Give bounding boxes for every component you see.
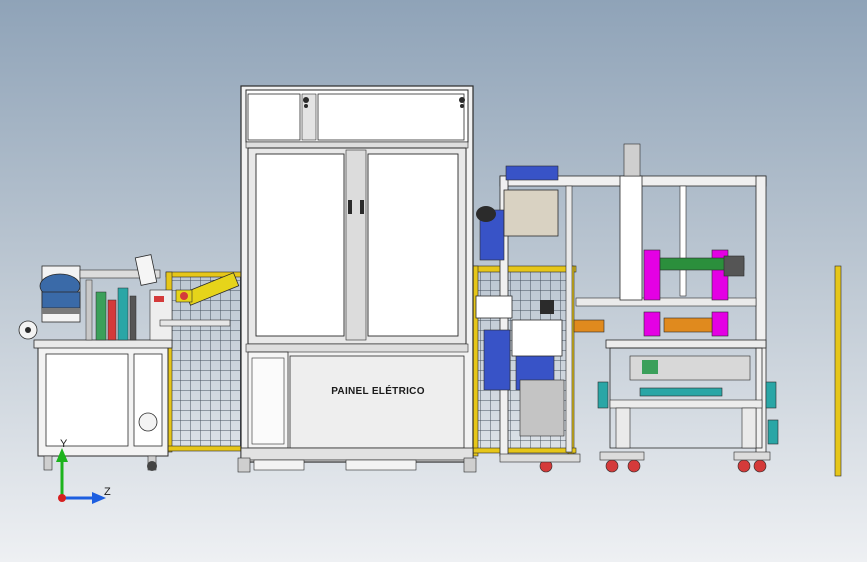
electrical-cabinet <box>237 85 477 473</box>
electrical-panel-label: PAINEL ELÉTRICO <box>331 386 425 397</box>
fence-post-far-right <box>834 265 842 477</box>
right-work-cell <box>475 143 779 473</box>
left-station <box>18 254 231 471</box>
coordinate-triad <box>56 448 106 504</box>
robot-arm <box>175 272 240 306</box>
z-axis-label: Z <box>104 486 111 498</box>
y-axis-label: Y <box>60 438 68 450</box>
